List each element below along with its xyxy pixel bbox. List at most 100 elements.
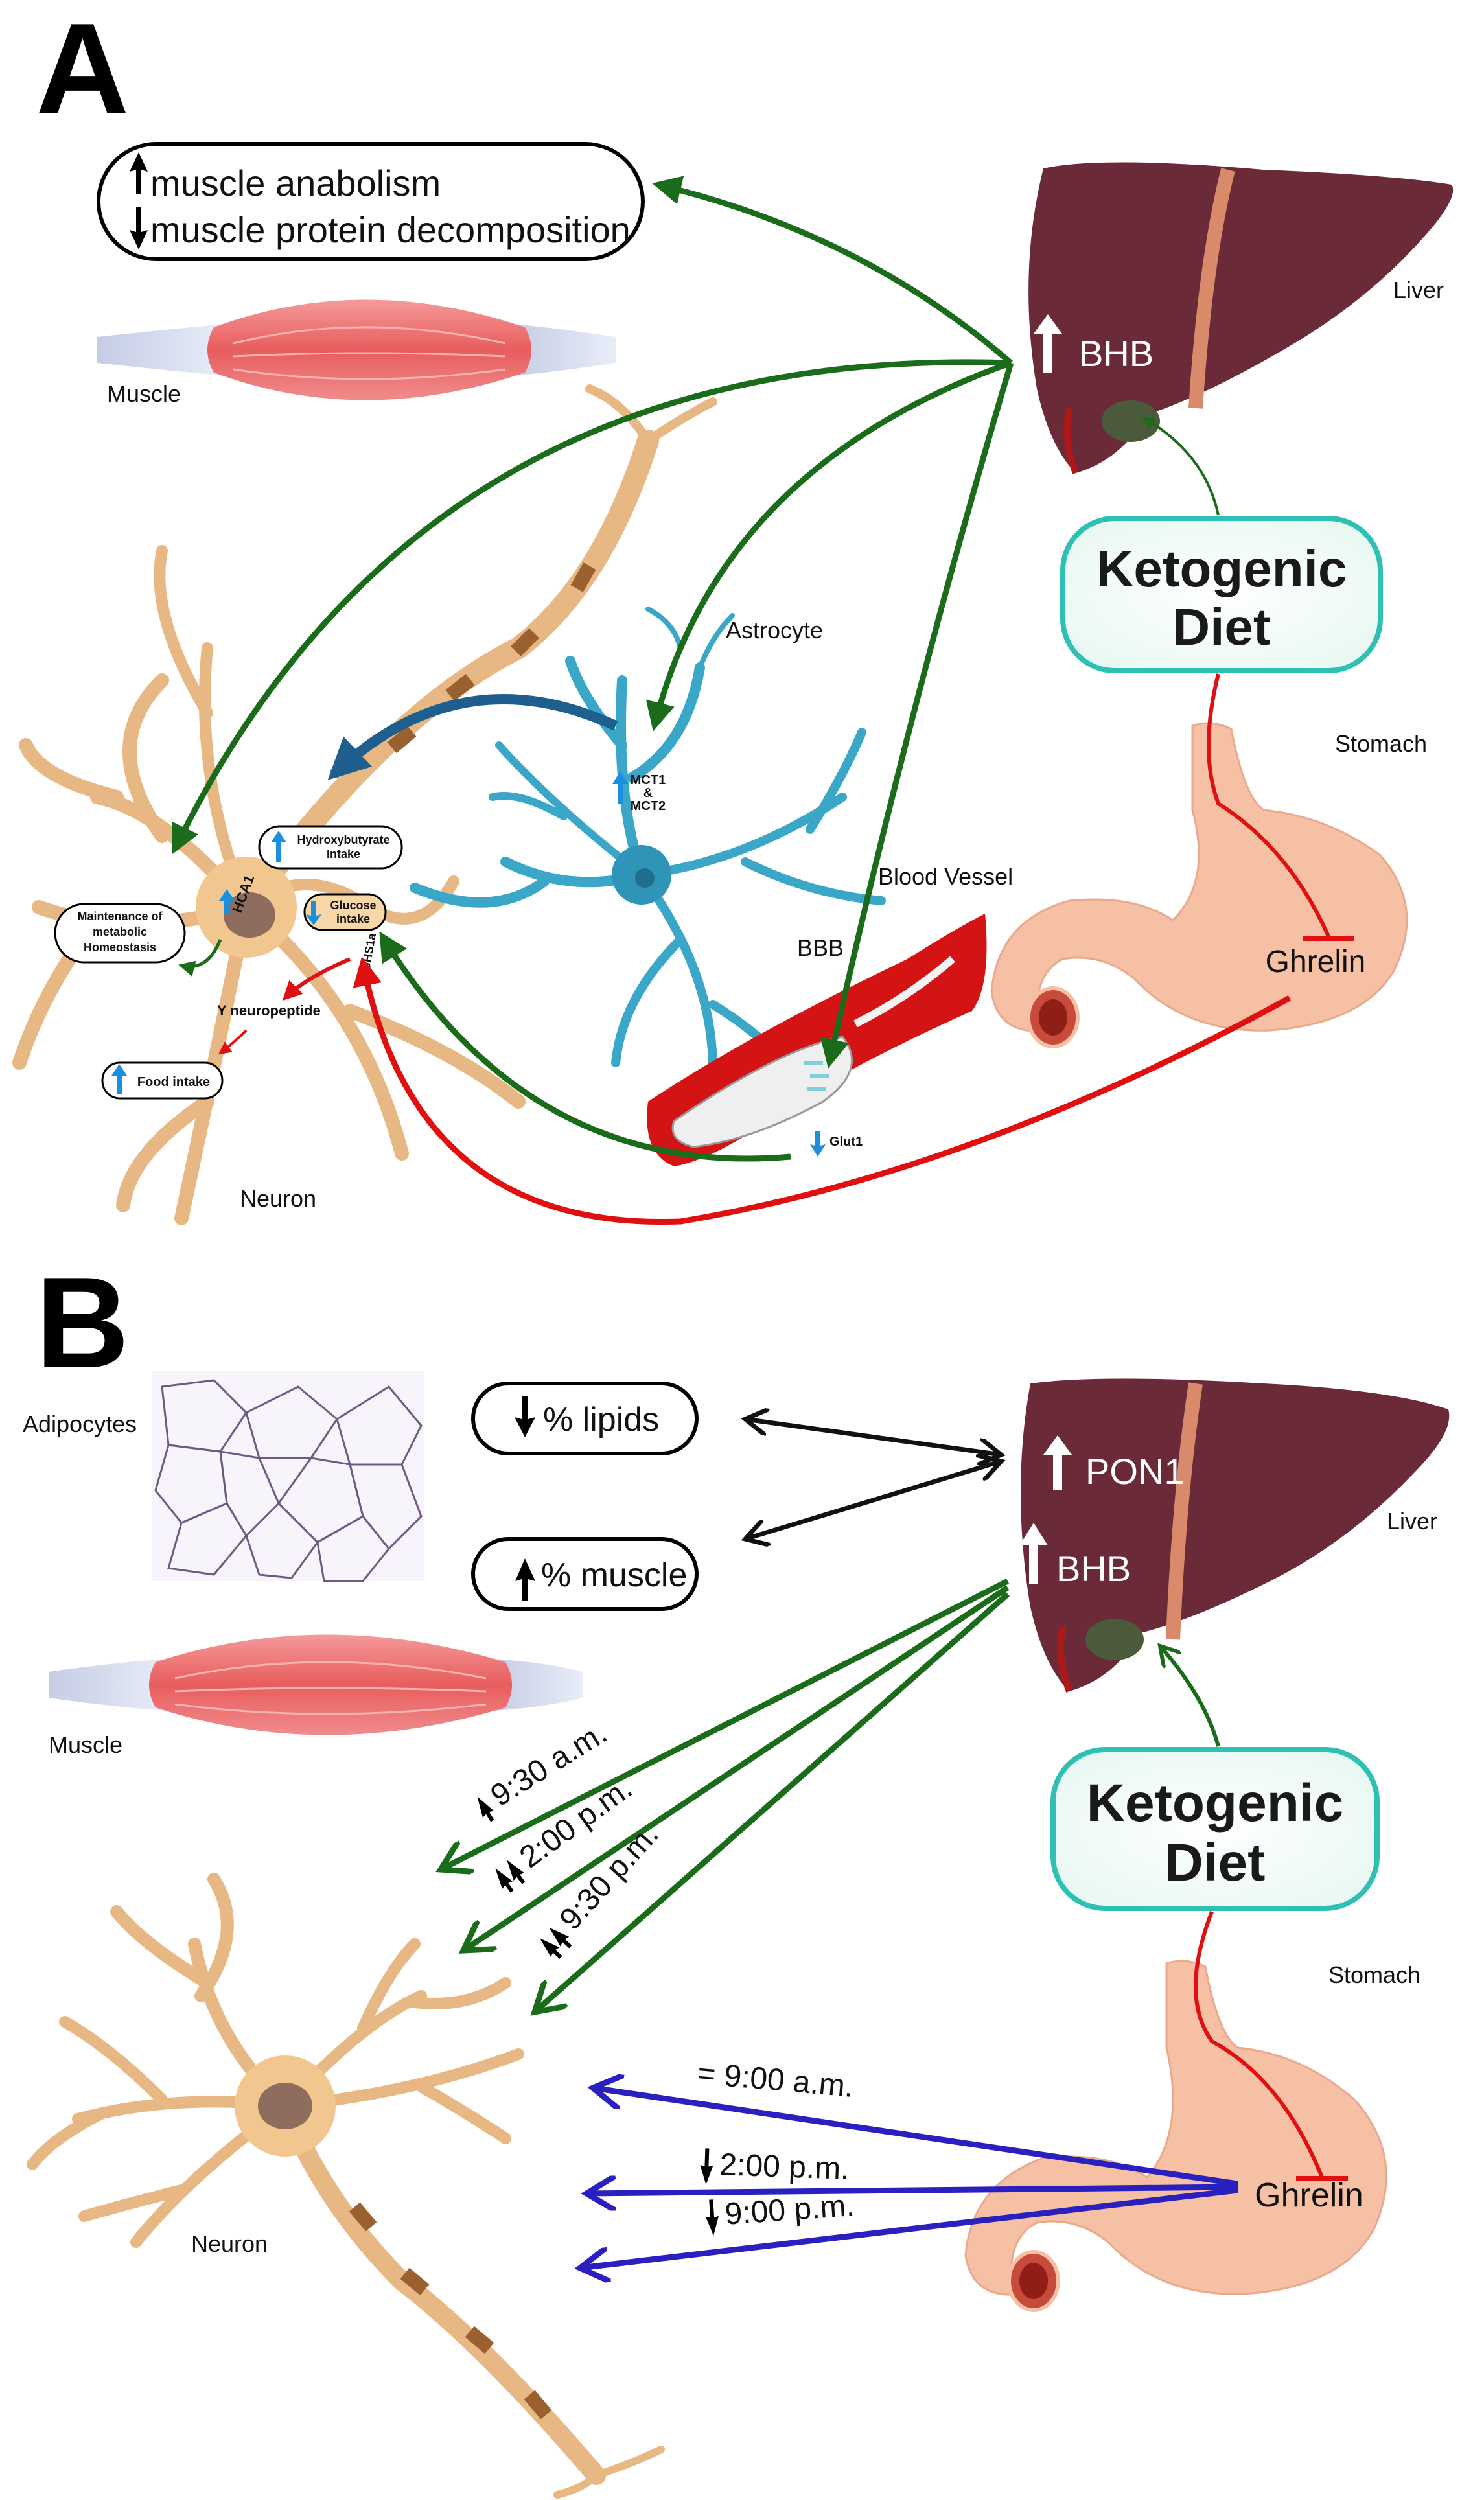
up-arrow-icon: [1034, 314, 1062, 373]
ghrelin-label-b: Ghrelin: [1255, 2177, 1363, 2214]
panel-label-b: B: [36, 1251, 129, 1395]
ketogenic-diet-box-b: Ketogenic Diet: [1050, 1747, 1380, 1911]
up-arrow-icon: [549, 1927, 572, 1949]
ghrelin-time-label-2: 2:00 p.m.: [719, 2147, 850, 2186]
maintenance-line3: Homeostasis: [84, 941, 156, 954]
ghrelin-to-neuron-arrow-900am: [593, 2088, 1238, 2187]
astrocyte-nucleus: [635, 868, 655, 888]
neuron-b-myelin: [349, 2202, 552, 2420]
blood-vessel-label: Blood Vessel: [878, 863, 1013, 890]
food-intake-label: Food intake: [137, 1075, 210, 1089]
pon1-label: PON1: [1085, 1451, 1185, 1492]
maintenance-line2: metabolic: [93, 925, 147, 938]
ghrelin-to-neuron-arrow-900pm: [580, 2187, 1238, 2268]
diet-label-b-line1: Ketogenic: [1087, 1774, 1343, 1833]
astrocyte-to-neuron-arrow: [327, 694, 618, 780]
hydroxybutyrate-intake-box: Hydroxybutyrate Intake: [258, 825, 403, 870]
ghrelin-to-neuron-arrow-200pm: [586, 2187, 1238, 2193]
adipocytes-label: Adipocytes: [23, 1411, 137, 1437]
ghs1a-label: +GHS1a: [358, 932, 378, 979]
neuropeptide-to-food-arrow: [218, 1029, 248, 1055]
neuron-to-homeostasis-arrow: [178, 939, 222, 977]
diet-to-liver-arrow-a: [1141, 416, 1220, 516]
bhb-to-blood-vessel-arrow: [820, 362, 1014, 1069]
up-arrow-icon: [111, 1064, 127, 1094]
bhb-to-neuron-arrow-a: [172, 359, 1012, 855]
astrocyte-label: Astrocyte: [726, 617, 823, 643]
up-arrow-icon: [477, 1796, 494, 1822]
ghrelin-label-a: Ghrelin: [1266, 945, 1366, 979]
ghrelin-time-900am: = 9:00 a.m.: [696, 2056, 855, 2104]
bhb-to-neuron-arrow-930am: [441, 1578, 1010, 1869]
maintenance-homeostasis-box: Maintenance of metabolic Homeostasis: [54, 903, 186, 964]
down-arrow-icon: [515, 1396, 535, 1437]
bhb-label-b: BHB: [1056, 1548, 1131, 1589]
adipocytes-illustration: [152, 1371, 424, 1582]
liver-label-b: Liver: [1387, 1508, 1437, 1534]
muscle-effects-box: muscle anabolism muscle protein decompos…: [97, 142, 645, 261]
muscle-percent-box: % muscle: [471, 1537, 699, 1611]
muscle-illustration-b: [49, 1634, 583, 1735]
ghrelin-time-label-1: = 9:00 a.m.: [696, 2056, 855, 2104]
glucose-intake-box: Glucose intake: [303, 893, 387, 931]
up-arrow-icon: [1043, 1435, 1072, 1490]
stomach-b: [964, 1960, 1387, 2312]
up-arrow-icon: [612, 771, 628, 804]
diet-label-b-line2: Diet: [1165, 1833, 1266, 1892]
neuron-a-myelin: [387, 562, 596, 754]
neuropeptide-label: Y neuropeptide: [217, 1002, 321, 1019]
down-arrow-icon: [810, 1131, 826, 1157]
down-arrow-icon: [706, 2199, 719, 2236]
bhb-to-astrocyte-arrow: [645, 360, 1012, 732]
stomach-label-b: Stomach: [1328, 1962, 1420, 1988]
ketogenic-diet-box-a: Ketogenic Diet: [1060, 516, 1383, 673]
down-arrow-icon: [306, 901, 321, 925]
diet-to-liver-arrow-b: [1160, 1646, 1220, 1747]
hydroxybutyrate-line2: Intake: [327, 848, 360, 861]
up-arrow-icon: [130, 152, 148, 194]
food-intake-box: Food intake: [101, 1061, 224, 1100]
glucose-line2: intake: [336, 912, 370, 925]
muscle-decomposition-text: muscle protein decomposition: [150, 209, 631, 250]
neuron-label-b: Neuron: [191, 2230, 268, 2257]
diet-label-a-line2: Diet: [1172, 598, 1270, 656]
diet-inhibits-ghrelin-line-b: [1194, 1910, 1324, 2179]
liver-b: PON1 BHB: [1019, 1378, 1450, 1693]
mct-label-line1: MCT1: [631, 773, 666, 787]
up-arrow-icon: [271, 831, 286, 862]
panel-label-a: A: [36, 0, 129, 141]
liver-a: BHB: [1028, 162, 1454, 474]
muscle-percent-label: % muscle: [541, 1557, 687, 1594]
ghrelin-to-neuron-arrow-a: [353, 956, 1292, 1225]
blood-vessel: [647, 914, 987, 1166]
ghrelin-time-200pm: 2:00 p.m.: [700, 2147, 850, 2186]
up-arrow-icon: [1019, 1523, 1048, 1584]
stomach-a: [990, 722, 1408, 1048]
up-arrow-icon: [539, 1938, 562, 1959]
muscle-anabolism-text: muscle anabolism: [150, 163, 441, 203]
bhb-to-muscle-arrow: [652, 176, 1013, 365]
down-arrow-icon: [700, 2148, 713, 2185]
diet-label-a-line1: Ketogenic: [1096, 540, 1347, 597]
lipids-label: % lipids: [543, 1401, 659, 1439]
up-arrow-icon: [219, 889, 235, 914]
neuron-b: [27, 1873, 665, 2499]
ghrelin-time-900pm: 9:00 p.m.: [706, 2188, 855, 2236]
bhb-to-neuron-arrow-930pm: [535, 1591, 1010, 2012]
lipids-box: % lipids: [471, 1382, 699, 1455]
down-arrow-icon: [130, 207, 148, 249]
glucose-line1: Glucose: [330, 899, 376, 912]
liver-lipids-double-arrow: [745, 1419, 1001, 1455]
diet-inhibits-ghrelin-line-a: [1207, 673, 1330, 938]
bbb-label: BBB: [797, 934, 844, 961]
glut1-label: Glut1: [829, 1135, 863, 1149]
mct-label-line3: MCT2: [631, 799, 666, 813]
up-arrow-icon: [495, 1868, 514, 1893]
muscle-label-a: Muscle: [107, 380, 181, 407]
neuron-b-nucleus: [258, 2083, 312, 2129]
liver-label-a: Liver: [1393, 277, 1444, 303]
ghs1a-to-neuropeptide-arrow: [282, 957, 351, 1001]
stomach-label-a: Stomach: [1335, 730, 1427, 757]
mct-label-line2: &: [643, 786, 653, 800]
